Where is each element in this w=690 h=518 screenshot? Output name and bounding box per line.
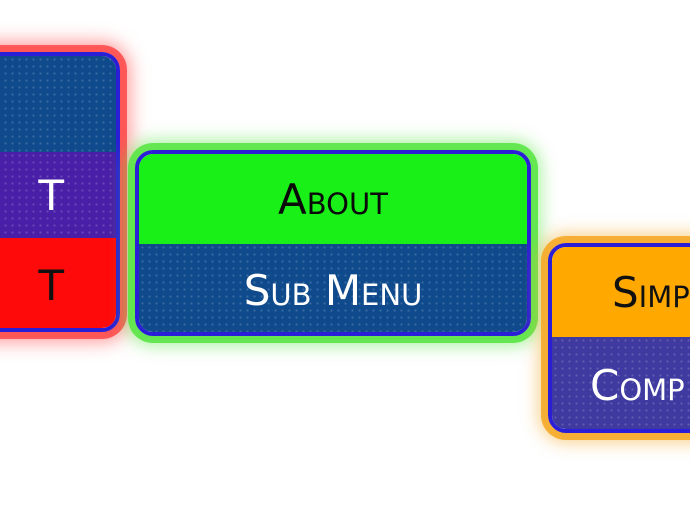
left-menu-item-2-label: T — [38, 170, 64, 220]
menu-item-simple-label: Simp — [612, 267, 690, 317]
menu-item-complex[interactable]: Comp — [552, 337, 690, 429]
menu-item-about-label: About — [278, 174, 388, 224]
left-menu-item-2[interactable]: T — [0, 152, 116, 238]
left-menu-item-1[interactable] — [0, 56, 116, 152]
menu-item-sub-menu[interactable]: Sub Menu — [139, 244, 527, 332]
right-menu: Simp Comp — [548, 243, 690, 433]
center-menu: About Sub Menu — [135, 150, 531, 336]
left-menu: T T — [0, 52, 120, 332]
menu-item-about[interactable]: About — [139, 154, 527, 244]
left-menu-item-3-label: T — [38, 260, 64, 310]
left-menu-item-3[interactable]: T — [0, 238, 116, 328]
menu-item-sub-menu-label: Sub Menu — [243, 265, 423, 315]
menu-item-simple[interactable]: Simp — [552, 247, 690, 337]
menu-item-complex-label: Comp — [590, 360, 685, 410]
